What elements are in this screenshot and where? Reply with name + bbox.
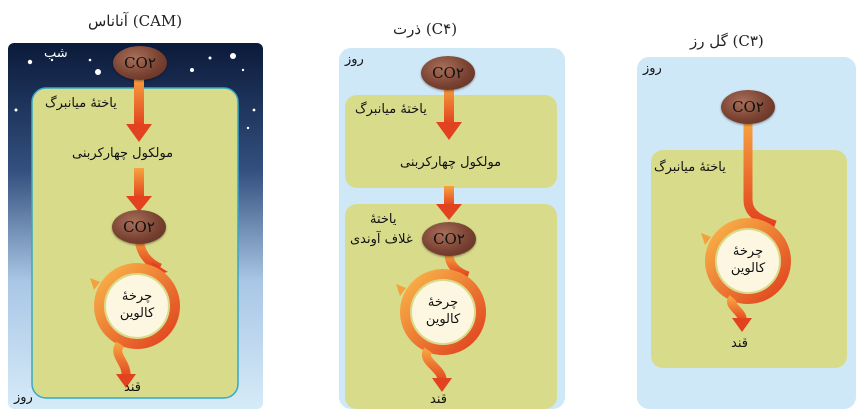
- c4-cycle-line2: کالوین: [425, 312, 461, 327]
- c3-cycle-line2: کالوین: [730, 261, 766, 276]
- c3-title: گل رز (C۳): [690, 32, 764, 50]
- c3-arrows: [743, 120, 777, 230]
- cam-day-label: روز: [14, 390, 33, 405]
- cam-molecule-label: مولکول چهارکربنی: [72, 146, 174, 161]
- night-stars: [14, 53, 256, 130]
- cam-cell-label: یاختهٔ میانبرگ: [45, 96, 117, 111]
- c3-day-label: روز: [643, 61, 662, 76]
- c4-cell-label: یاختهٔ میانبرگ: [355, 102, 427, 117]
- c4-sheath-label-line1: یاختهٔ: [370, 212, 397, 227]
- c3-cycle-label: چرخهٔ کالوین: [718, 243, 778, 277]
- c4-co2-mid: CO۲: [422, 222, 476, 256]
- cam-co2-top: CO۲: [113, 46, 167, 80]
- c4-arrows: [436, 84, 470, 281]
- c3-calvin-cycle: [701, 218, 791, 332]
- c4-sugar-label: قند: [430, 392, 447, 407]
- c3-cell-label: یاختهٔ میانبرگ: [654, 160, 726, 175]
- c4-day-label: روز: [345, 52, 364, 67]
- cam-co2-mid: CO۲: [112, 210, 166, 244]
- cam-calvin-cycle: [90, 263, 180, 388]
- c3-co2-top: CO۲: [721, 90, 775, 124]
- cam-night-label: شب: [44, 46, 68, 61]
- c4-sheath-label-line2: غلاف آوندی: [350, 232, 413, 247]
- cam-arrows: [126, 76, 168, 276]
- c3-cycle-line1: چرخهٔ: [732, 244, 764, 259]
- c4-molecule-label: مولکول چهارکربنی: [400, 155, 502, 170]
- c4-cycle-label: چرخهٔ کالوین: [413, 294, 473, 328]
- c4-calvin-cycle: [396, 269, 486, 392]
- c4-title: ذرت (C۴): [393, 20, 458, 38]
- c4-mesophyll-cell: [345, 95, 557, 188]
- cam-cycle-line1: چرخهٔ: [121, 289, 153, 304]
- c4-cycle-line1: چرخهٔ: [427, 295, 459, 310]
- cam-cycle-label: چرخهٔ کالوین: [107, 288, 167, 322]
- cam-title: آناناس (CAM): [88, 12, 183, 30]
- cam-sugar-label: قند: [124, 380, 141, 395]
- c3-sugar-label: قند: [731, 336, 748, 351]
- c4-co2-top: CO۲: [421, 56, 475, 90]
- cam-cycle-line2: کالوین: [119, 306, 155, 321]
